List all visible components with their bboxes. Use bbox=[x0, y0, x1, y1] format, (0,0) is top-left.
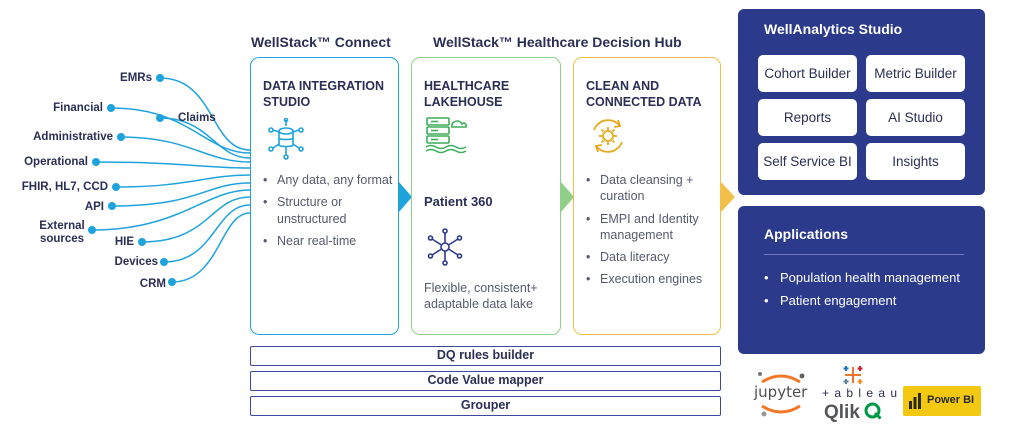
jupyter-arc-icon bbox=[758, 372, 805, 417]
source-dot bbox=[112, 183, 120, 191]
source-label-emrs: EMRs bbox=[120, 72, 152, 84]
source-dot bbox=[138, 238, 146, 246]
gear-refresh-icon bbox=[593, 119, 623, 153]
bullet-item: Structure or unstructured bbox=[263, 194, 393, 227]
source-dot bbox=[156, 114, 164, 122]
source-label-external: External sources bbox=[39, 220, 85, 246]
applications-list: Population health management Patient eng… bbox=[764, 270, 974, 316]
dq-rules-builder-bar: DQ rules builder bbox=[250, 346, 721, 366]
data-integration-title: DATA INTEGRATION STUDIO bbox=[263, 79, 385, 110]
application-item: Patient engagement bbox=[764, 293, 974, 310]
bullet-item: Data cleansing + curation bbox=[586, 172, 716, 205]
lakehouse-title: HEALTHCARE LAKEHOUSE bbox=[424, 79, 510, 110]
source-label-claims: Claims bbox=[178, 112, 216, 124]
database-network-icon bbox=[268, 118, 304, 160]
source-dot bbox=[108, 202, 116, 210]
source-dot bbox=[160, 258, 168, 266]
source-label-api: API bbox=[84, 201, 104, 213]
self-service-bi-tile[interactable]: Self Service BI bbox=[758, 143, 857, 180]
clean-connected-title: CLEAN AND CONNECTED DATA bbox=[586, 79, 702, 110]
source-dot bbox=[92, 158, 100, 166]
source-label-devices: Devices bbox=[114, 256, 158, 268]
arrow-right-icon bbox=[721, 182, 735, 212]
applications-title: Applications bbox=[764, 226, 849, 242]
data-integration-bullets: Any data, any format Structure or unstru… bbox=[263, 172, 393, 255]
source-dot bbox=[168, 278, 176, 286]
metric-builder-tile[interactable]: Metric Builder bbox=[866, 55, 965, 92]
source-dot bbox=[117, 133, 125, 141]
source-label-crm: CRM bbox=[139, 278, 166, 290]
source-label-administrative: Administrative bbox=[33, 131, 113, 143]
tableau-wordmark: + a b l e a u bbox=[822, 386, 899, 400]
powerbi-bars-icon bbox=[909, 393, 921, 409]
source-label-hie: HIE bbox=[114, 236, 134, 248]
healthcare-lakehouse-card: HEALTHCARE LAKEHOUSE Patient 360 Flexibl… bbox=[411, 57, 561, 335]
grouper-bar: Grouper bbox=[250, 396, 721, 416]
data-integration-card: DATA INTEGRATION STUDIO Any data, any fo… bbox=[250, 57, 399, 335]
arrow-right-icon bbox=[561, 182, 574, 212]
heading-wellstack-connect: WellStack™ Connect bbox=[251, 34, 391, 50]
lakehouse-description: Flexible, consistent+ adaptable data lak… bbox=[424, 281, 538, 312]
source-dot bbox=[107, 104, 115, 112]
source-dot bbox=[88, 226, 96, 234]
applications-divider bbox=[764, 254, 964, 255]
source-dot bbox=[156, 74, 164, 82]
applications-panel: Applications Population health managemen… bbox=[738, 206, 985, 354]
qlik-q-icon bbox=[864, 402, 882, 420]
powerbi-wordmark: Power BI bbox=[927, 394, 975, 406]
server-lake-icon bbox=[425, 117, 467, 154]
heading-decision-hub: WellStack™ Healthcare Decision Hub bbox=[433, 34, 682, 50]
network-hub-icon bbox=[427, 228, 463, 266]
application-item: Population health management bbox=[764, 270, 974, 287]
qlik-wordmark: Qlik bbox=[824, 402, 860, 423]
clean-connected-card: CLEAN AND CONNECTED DATA Data cleansing … bbox=[573, 57, 721, 335]
jupyter-wordmark: jupyter bbox=[754, 383, 808, 401]
qlik-logo: Qlik bbox=[824, 402, 882, 424]
bullet-item: Near real-time bbox=[263, 233, 393, 250]
clean-connected-bullets: Data cleansing + curation EMPI and Ident… bbox=[586, 172, 716, 294]
wellanalytics-studio-panel: WellAnalytics Studio Cohort Builder Metr… bbox=[738, 9, 985, 195]
jupyter-logo: jupyter bbox=[752, 368, 810, 418]
cohort-builder-tile[interactable]: Cohort Builder bbox=[758, 55, 857, 92]
patient-360-label: Patient 360 bbox=[424, 194, 493, 209]
powerbi-logo: Power BI bbox=[903, 386, 981, 416]
code-value-mapper-bar: Code Value mapper bbox=[250, 371, 721, 391]
source-label-fhir: FHIR, HL7, CCD bbox=[21, 181, 108, 193]
ai-studio-tile[interactable]: AI Studio bbox=[866, 99, 965, 136]
wellanalytics-title: WellAnalytics Studio bbox=[764, 21, 903, 37]
arrow-right-icon bbox=[399, 182, 412, 212]
bullet-item: Any data, any format bbox=[263, 172, 393, 189]
insights-tile[interactable]: Insights bbox=[866, 143, 965, 180]
reports-tile[interactable]: Reports bbox=[758, 99, 857, 136]
source-label-financial: Financial bbox=[53, 102, 103, 114]
tableau-cross-icon bbox=[843, 366, 863, 384]
bullet-item: EMPI and Identity management bbox=[586, 211, 716, 244]
bullet-item: Execution engines bbox=[586, 271, 716, 288]
source-label-operational: Operational bbox=[24, 156, 88, 168]
bullet-item: Data literacy bbox=[586, 249, 716, 266]
